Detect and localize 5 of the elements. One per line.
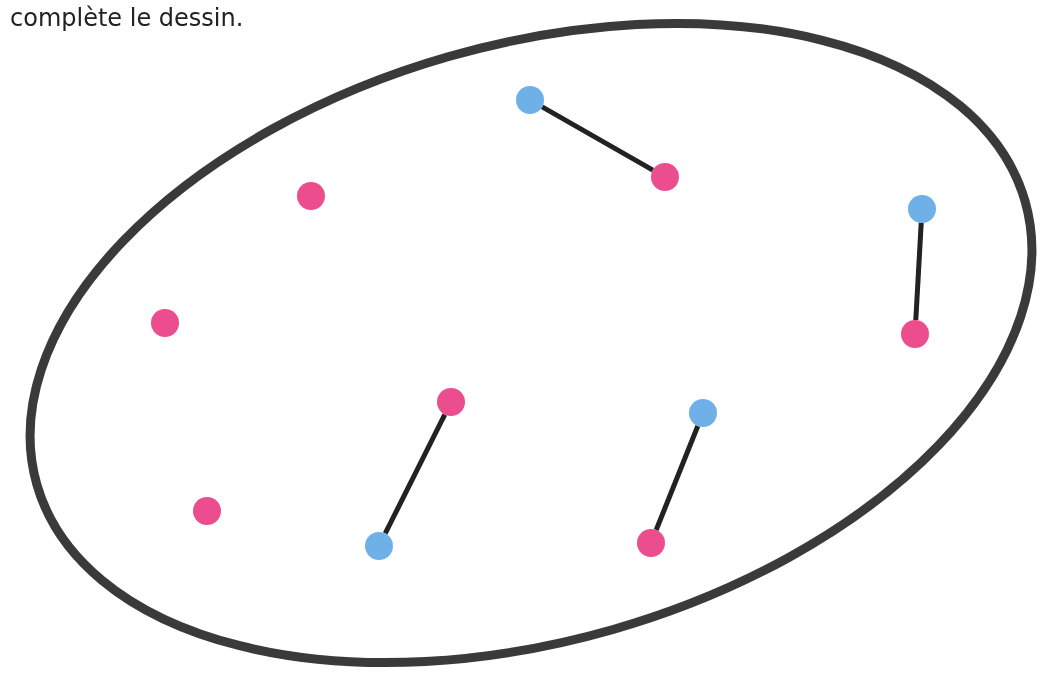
connector-line xyxy=(383,413,447,535)
connector-line xyxy=(653,425,701,531)
instruction-text: complète le dessin. xyxy=(10,4,244,32)
connector-line xyxy=(913,222,924,321)
connector-line xyxy=(540,104,655,173)
